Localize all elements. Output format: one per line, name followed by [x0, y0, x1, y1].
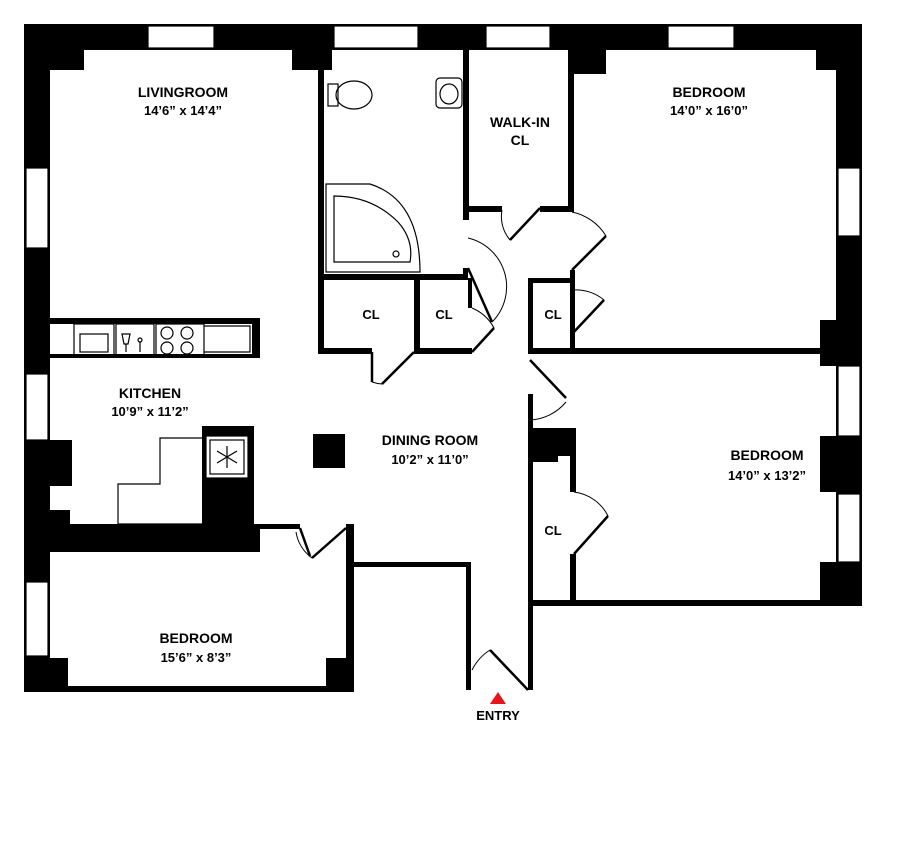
livingroom-label: LIVINGROOM	[138, 84, 228, 100]
bedroom-e-dims: 14’0” x 13’2”	[728, 468, 806, 483]
bathtub-icon	[325, 183, 421, 273]
counter-outline	[117, 325, 251, 525]
closet-1-label: CL	[362, 307, 379, 322]
toilet-icon	[327, 80, 373, 110]
kitchen-dims: 10’9” x 11’2”	[111, 404, 188, 419]
doors	[295, 207, 609, 691]
walkin-label-cl: CL	[511, 132, 530, 148]
stove-icon	[155, 323, 205, 357]
bedroom-ne-dims: 14’0” x 16’0”	[670, 103, 748, 118]
dining-room-label: DINING ROOM	[382, 432, 478, 448]
refrigerator-icon	[205, 435, 249, 479]
bedroom-sw-dims: 15’6” x 8’3”	[161, 650, 232, 665]
walkin-label: WALK-IN	[490, 114, 550, 130]
closet-4-label: CL	[544, 523, 561, 538]
entry-label: ENTRY	[476, 708, 520, 723]
kitchen-label: KITCHEN	[119, 385, 181, 401]
closet-3-label: CL	[544, 307, 561, 322]
closet-2-label: CL	[435, 307, 452, 322]
bedroom-e-label: BEDROOM	[730, 447, 803, 463]
bedroom-sw-label: BEDROOM	[159, 630, 232, 646]
dining-room-dims: 10’2” x 11’0”	[391, 452, 468, 467]
bathroom-sink-icon	[435, 77, 463, 109]
kitchen-sink-icon	[73, 323, 115, 357]
livingroom-dims: 14’6” x 14’4”	[144, 103, 222, 118]
dishwasher-icon	[115, 323, 155, 357]
entry-marker	[490, 692, 506, 704]
bedroom-ne-label: BEDROOM	[672, 84, 745, 100]
windows	[25, 25, 861, 657]
